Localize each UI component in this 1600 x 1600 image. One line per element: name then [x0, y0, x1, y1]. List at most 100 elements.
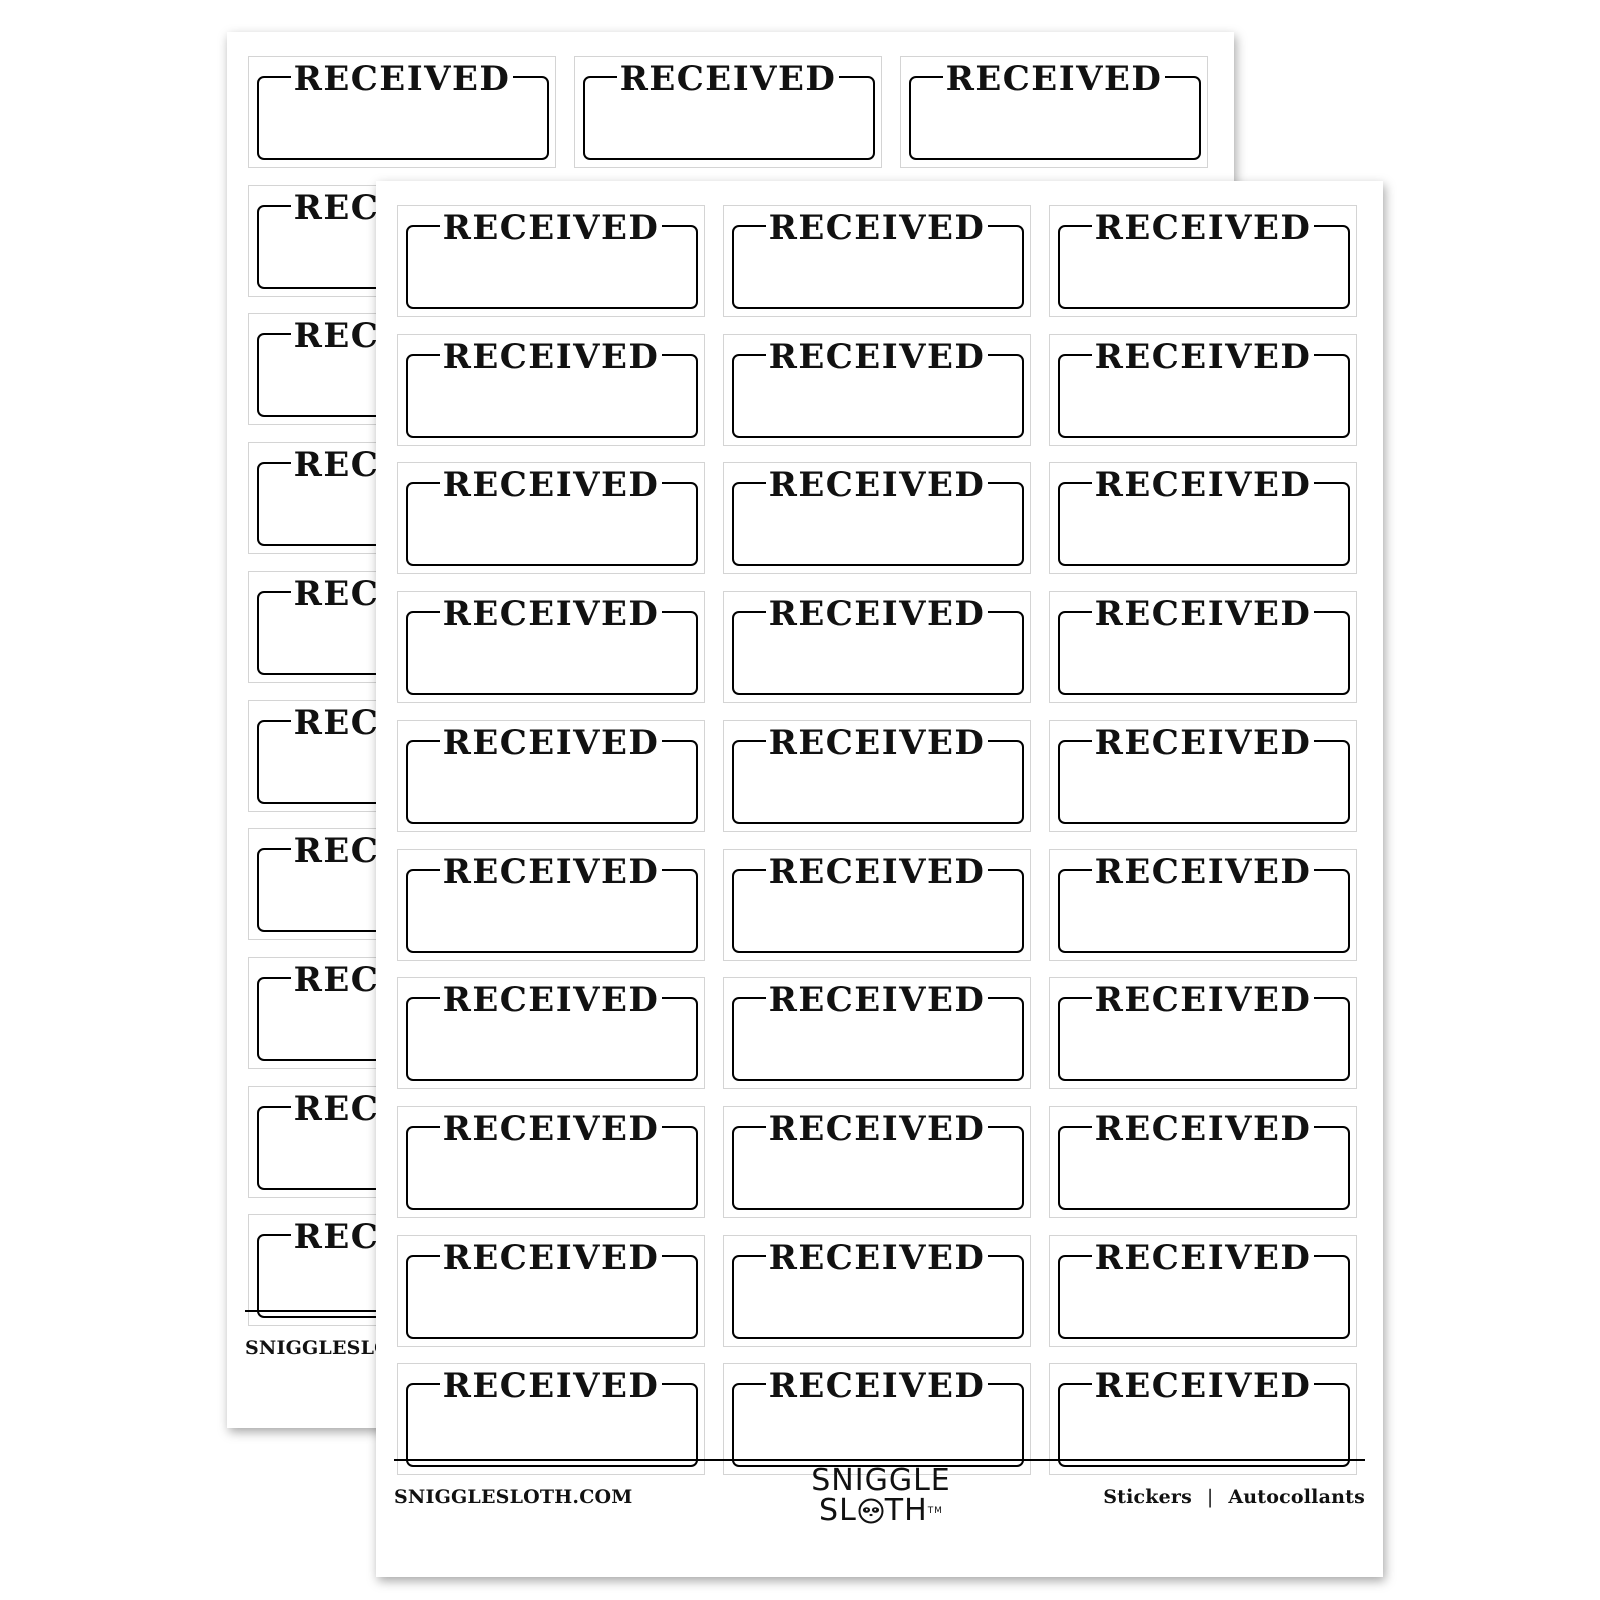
footer-divider [394, 1459, 1365, 1461]
sticker-cell: RECEIVED [397, 848, 705, 961]
sticker-label-text: RECEIVED [765, 594, 989, 635]
sticker-cell: RECEIVED [723, 205, 1031, 317]
sticker-label: RECEIVED [398, 594, 704, 635]
sticker-label-text: RECEIVED [765, 465, 989, 506]
sticker-label-text: RECEIVED [1091, 980, 1315, 1021]
sticker-label: RECEIVED [1050, 1237, 1356, 1278]
sticker-label: RECEIVED [398, 980, 704, 1021]
sticker-cell: RECEIVED [397, 205, 705, 317]
sticker-cell: RECEIVED [1049, 591, 1357, 704]
sticker-cell: RECEIVED [397, 591, 705, 704]
sticker-cell: RECEIVED [723, 333, 1031, 446]
sticker-label: RECEIVED [1050, 465, 1356, 506]
sticker-cell: RECEIVED [397, 462, 705, 575]
sticker-label: RECEIVED [1050, 851, 1356, 892]
sticker-label: RECEIVED [575, 59, 881, 99]
sloth-face-icon [858, 1498, 884, 1524]
sticker-cell: RECEIVED [397, 1234, 705, 1347]
sticker-label-text: RECEIVED [439, 465, 663, 506]
sticker-cell: RECEIVED [723, 1363, 1031, 1476]
sticker-label-text: RECEIVED [439, 1366, 663, 1407]
sticker-cell: RECEIVED [397, 333, 705, 446]
sticker-label: RECEIVED [724, 1108, 1030, 1149]
sticker-label: RECEIVED [398, 1108, 704, 1149]
sticker-cell: RECEIVED [1049, 1105, 1357, 1218]
sticker-label: RECEIVED [1050, 208, 1356, 248]
sticker-label: RECEIVED [398, 1237, 704, 1278]
sticker-label: RECEIVED [724, 336, 1030, 377]
sticker-cell: RECEIVED [574, 56, 882, 168]
sticker-label-text: RECEIVED [765, 1108, 989, 1149]
sticker-label-text: RECEIVED [439, 722, 663, 763]
sticker-label-text: RECEIVED [1091, 594, 1315, 635]
website-text: SNIGGLESLOTH.COM [394, 1486, 633, 1508]
sticker-label: RECEIVED [1050, 336, 1356, 377]
brand-name-line2: SL TH TM [819, 1493, 943, 1528]
sticker-label-text: RECEIVED [439, 980, 663, 1021]
sticker-label: RECEIVED [724, 722, 1030, 763]
front-sticker-sheet: RECEIVED RECEIVED RECEIVED RECEIVED RECEIVED… [376, 181, 1383, 1577]
sticker-label-text: RECEIVED [439, 1108, 663, 1149]
brand-name-line1: SNIGGLE [811, 1463, 951, 1498]
sticker-label-text: RECEIVED [616, 59, 840, 99]
sticker-cell: RECEIVED [397, 1105, 705, 1218]
sticker-label-text: RECEIVED [1091, 1108, 1315, 1149]
sticker-label: RECEIVED [398, 722, 704, 763]
sticker-label-text: RECEIVED [1091, 1366, 1315, 1407]
sticker-cell: RECEIVED [1049, 1234, 1357, 1347]
sticker-cell: RECEIVED [723, 848, 1031, 961]
sticker-label-text: RECEIVED [942, 59, 1166, 99]
sticker-cell: RECEIVED [723, 977, 1031, 1090]
sticker-label-text: RECEIVED [765, 1237, 989, 1278]
sticker-cell: RECEIVED [1049, 205, 1357, 317]
sticker-label: RECEIVED [901, 59, 1207, 99]
sticker-label-text: RECEIVED [1091, 1237, 1315, 1278]
sticker-label: RECEIVED [724, 1366, 1030, 1407]
sticker-label-text: RECEIVED [765, 980, 989, 1021]
sticker-label-text: RECEIVED [765, 208, 989, 248]
sticker-label: RECEIVED [724, 465, 1030, 506]
sticker-cell: RECEIVED [397, 719, 705, 832]
sticker-label: RECEIVED [1050, 980, 1356, 1021]
sticker-label: RECEIVED [724, 208, 1030, 248]
sticker-label-text: RECEIVED [765, 722, 989, 763]
sticker-cell: RECEIVED [248, 56, 556, 168]
sticker-label: RECEIVED [724, 594, 1030, 635]
sticker-label: RECEIVED [398, 336, 704, 377]
sticker-label: RECEIVED [724, 980, 1030, 1021]
sticker-label-text: RECEIVED [290, 59, 514, 99]
sticker-cell: RECEIVED [1049, 719, 1357, 832]
sticker-label-text: RECEIVED [1091, 722, 1315, 763]
sticker-label: RECEIVED [249, 59, 555, 99]
sticker-label: RECEIVED [1050, 1366, 1356, 1407]
sticker-cell: RECEIVED [723, 1105, 1031, 1218]
sticker-cell: RECEIVED [1049, 848, 1357, 961]
brand-logo: SNIGGLE SL TH TM [781, 1466, 981, 1526]
sticker-label: RECEIVED [398, 851, 704, 892]
sticker-label: RECEIVED [398, 208, 704, 248]
sticker-cell: RECEIVED [723, 591, 1031, 704]
sticker-cell: RECEIVED [1049, 977, 1357, 1090]
sticker-label-text: RECEIVED [765, 1366, 989, 1407]
sticker-label-text: RECEIVED [439, 594, 663, 635]
sticker-label-text: RECEIVED [439, 1237, 663, 1278]
sticker-label-text: RECEIVED [1091, 336, 1315, 377]
sticker-cell: RECEIVED [900, 56, 1208, 168]
sticker-label: RECEIVED [1050, 1108, 1356, 1149]
sticker-label-text: RECEIVED [765, 851, 989, 892]
sticker-label-text: RECEIVED [439, 336, 663, 377]
sticker-cell: RECEIVED [1049, 333, 1357, 446]
category-text: Stickers | Autocollants [1103, 1486, 1365, 1508]
sticker-cell: RECEIVED [397, 977, 705, 1090]
sticker-cell: RECEIVED [397, 1363, 705, 1476]
sticker-label-text: RECEIVED [765, 336, 989, 377]
sticker-cell: RECEIVED [723, 1234, 1031, 1347]
sticker-label: RECEIVED [724, 851, 1030, 892]
sticker-label-text: RECEIVED [1091, 208, 1315, 248]
sticker-label: RECEIVED [398, 1366, 704, 1407]
sticker-label-text: RECEIVED [439, 851, 663, 892]
sticker-label-text: RECEIVED [439, 208, 663, 248]
sticker-label: RECEIVED [398, 465, 704, 506]
sticker-cell: RECEIVED [1049, 462, 1357, 575]
sticker-label: RECEIVED [1050, 594, 1356, 635]
